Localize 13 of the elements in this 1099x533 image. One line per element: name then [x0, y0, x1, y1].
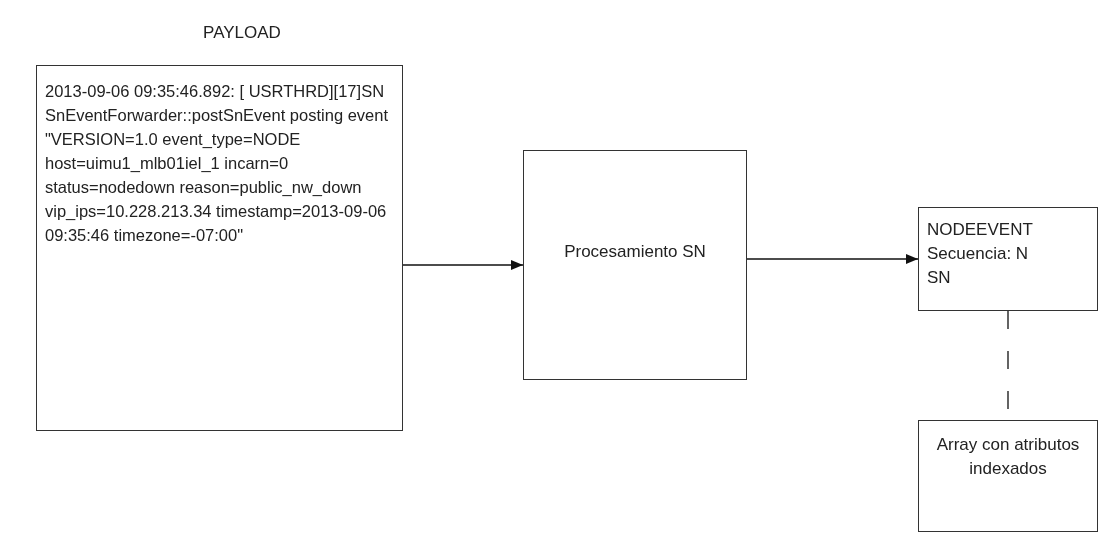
log-text: 2013-09-06 09:35:46.892: [ USRTHRD][17]SN SnEventForwarder::postSnEvent posting event "VERSION=1.0 event_type=NODE host=uimu1_mlb01iel_1 incarn=0 status=nodedown reason=public_nw_down vip_ips=10.228.213.34 timestamp=2013-09-06 09:35:46 timezone=-07:00": [45, 81, 390, 246]
node-label: SN: [927, 267, 951, 289]
node-label: NODEEVENT: [927, 219, 1033, 241]
node-label: Array con atributos indexados: [935, 434, 1081, 480]
arrow: [746, 254, 919, 264]
process-box: [36, 65, 403, 431]
node-label: Secuencia: N: [927, 243, 1029, 265]
heading: PAYLOAD: [202, 22, 282, 44]
node-label: Procesamiento SN: [564, 241, 706, 263]
arrow: [402, 260, 524, 270]
process-box: [523, 150, 747, 380]
process-box: [918, 207, 1098, 311]
process-box: [918, 420, 1098, 532]
